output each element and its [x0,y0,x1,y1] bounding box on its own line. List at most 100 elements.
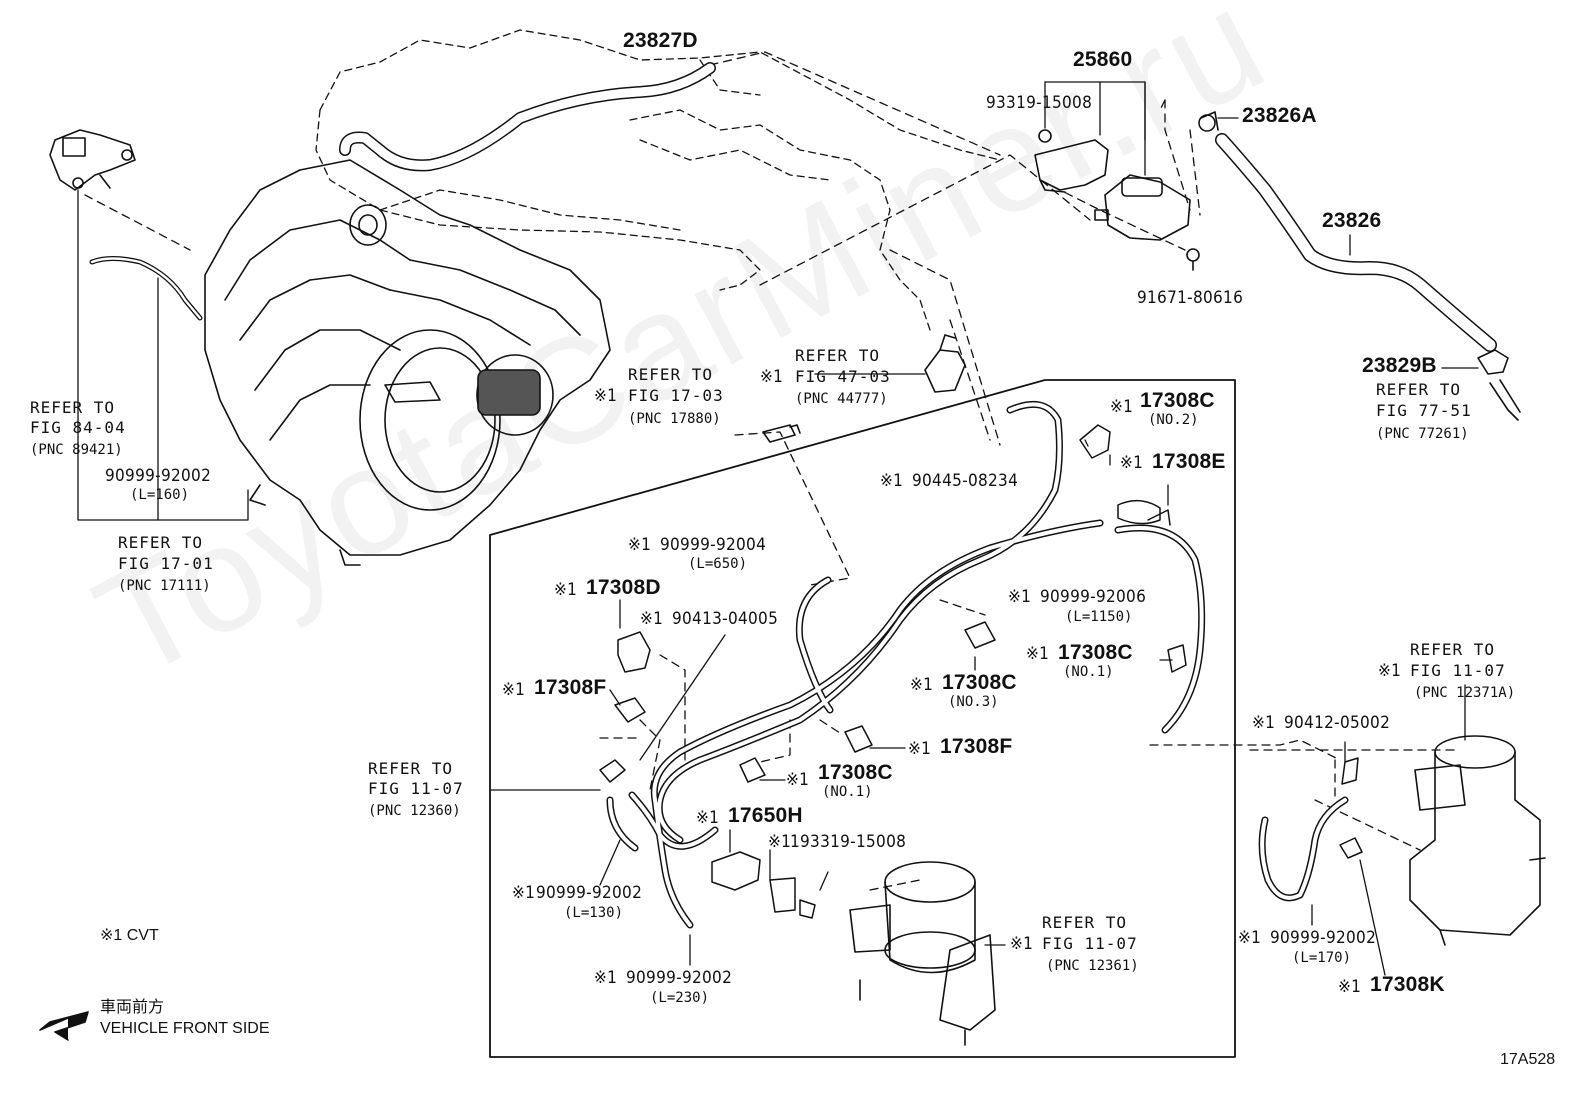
part-17308c-no3-label: 17308C [942,671,1017,694]
ref-17-03-line3: (PNC 17880) [628,411,721,427]
ref-47-03-mark: ※1 [760,367,784,387]
engine-outline [315,29,1001,331]
ref-47-03-line3: (PNC 44777) [795,391,888,407]
mark-90413: ※1 [640,609,664,629]
ref-47-03-line2: FIG 47-03 [795,367,891,386]
ref-12361-line2: FIG 11-07 [1042,934,1138,953]
ref-17-03-line2: FIG 17-03 [628,386,724,405]
engine-mount-12361 [849,861,996,1046]
part-17308e-label: 17308E [1152,450,1226,473]
part-90999-92002-l130-label: 90999-92002 [536,883,643,903]
cvt-group-box [489,379,1236,1058]
ref-47-03-line1: REFER TO [795,346,881,365]
clip-23826a [1198,111,1219,132]
no2-label: (NO.2) [1148,412,1199,428]
mark-17308c-no3: ※1 [910,675,934,695]
ref-12371a-mark: ※1 [1378,661,1402,681]
ref-12361-line1: REFER TO [1042,913,1128,932]
intake-manifold [204,159,611,566]
length-l650: (L=650) [688,556,748,572]
hose-l160 [89,256,203,321]
mark-17308d: ※1 [554,580,578,600]
ref-84-04-line2: FIG 84-04 [30,418,126,437]
clip-23829b [1477,349,1521,421]
ref-17-03-line1: REFER TO [628,365,714,384]
connector-17880 [762,424,801,443]
ref-12371a-line3: (PNC 12371A) [1414,685,1516,701]
part-90999-92002-l170-label: 90999-92002 [1270,928,1377,948]
front-arrow [39,1011,89,1041]
length-l230: (L=230) [650,990,710,1006]
mark-17308e: ※1 [1120,453,1144,473]
ref-12361-mark: ※1 [1010,934,1034,954]
part-23827d-label: 23827D [623,29,698,52]
part-90999-92006-label: 90999-92006 [1040,587,1147,607]
part-90999-92004-label: 90999-92004 [660,535,767,555]
ref-12360-line3: (PNC 12360) [368,803,461,819]
part-90999-92002-l230-label: 90999-92002 [626,968,733,988]
no1-mid-label: (NO.1) [822,784,873,800]
vsv-25860 [1034,129,1200,271]
ref-12371a-line2: FIG 11-07 [1410,661,1506,680]
mark-17650h: ※1 [696,808,720,828]
mark-90445: ※1 [880,471,904,491]
part-17308f-mid-label: 17308F [940,735,1013,758]
ref-12371a-line1: REFER TO [1410,640,1496,659]
length-l1150: (L=1150) [1065,609,1133,625]
part-17308k-label: 17308K [1370,973,1445,996]
part-91671-80616-label: 91671-80616 [1137,288,1244,308]
no3-label: (NO.3) [948,694,999,710]
engine-mount-12371a [1409,735,1546,946]
sensor-bracket-left [49,129,136,191]
mark-90999-l170: ※1 [1238,928,1262,948]
ref-12361-line3: (PNC 12361) [1046,958,1139,974]
mark-90999-92006: ※1 [1008,587,1032,607]
part-90413-04005-label: 90413-04005 [672,609,779,629]
part-17308c-no2-label: 17308C [1140,389,1215,412]
part-23829b-label: 23829B [1362,354,1437,377]
part-23826a-label: 23826A [1242,104,1317,127]
leader-lines-solid [77,81,1479,976]
legend-jp: 車両前方 [100,999,165,1016]
part-90412-05002-label: 90412-05002 [1284,713,1391,733]
ref-77-51-line1: REFER TO [1376,380,1462,399]
part-23826-label: 23826 [1322,209,1382,232]
part-90445-08234-label: 90445-08234 [912,471,1019,491]
part-17308c-no1-right-label: 17308C [1058,641,1133,664]
mark-17308c-no2: ※1 [1110,397,1134,417]
mark-193319: ※1 [768,832,792,852]
ref-12360-line1: REFER TO [368,759,454,778]
ref-17-01-line3: (PNC 17111) [118,578,211,594]
legend-vehicle-front: VEHICLE FRONT SIDE [100,1020,270,1037]
ref-12360-line2: FIG 11-07 [368,779,464,798]
ref-17-01-line2: FIG 17-01 [118,554,214,573]
ref-84-04-line3: (PNC 89421) [30,442,123,458]
clamps-cvt [599,424,1363,919]
part-193319-15008-label: 193319-15008 [790,832,907,852]
legend-note: ※1 CVT [100,927,159,944]
mark-17308f-mid: ※1 [908,739,932,759]
part-17308c-no1-mid-label: 17308C [818,761,893,784]
mark-90999-l230: ※1 [594,968,618,988]
no1-right-label: (NO.1) [1063,664,1114,680]
length-l130: (L=130) [564,905,624,921]
length-l160: (L=160) [130,487,190,503]
mark-90412: ※1 [1252,713,1276,733]
ref-17-03-mark: ※1 [594,386,618,406]
part-17308d-label: 17308D [586,576,661,599]
part-17308f-left-label: 17308F [534,676,607,699]
part-25860-label: 25860 [1073,48,1133,71]
mark-17308k: ※1 [1338,977,1362,997]
ref-84-04-line1: REFER TO [30,398,116,417]
length-l170: (L=170) [1292,950,1352,966]
mark-17308f-left: ※1 [502,680,526,700]
sensor-44777 [924,334,966,393]
mark-17308c-no1-right: ※1 [1026,644,1050,664]
diagram-code: 17A528 [1500,1051,1556,1068]
mark-90999-92004: ※1 [628,535,652,555]
ref-17-01-line1: REFER TO [118,533,204,552]
mark-90999-l130: ※1 [512,883,536,903]
ref-77-51-line3: (PNC 77261) [1376,426,1469,442]
part-17650h-label: 17650H [728,804,803,827]
